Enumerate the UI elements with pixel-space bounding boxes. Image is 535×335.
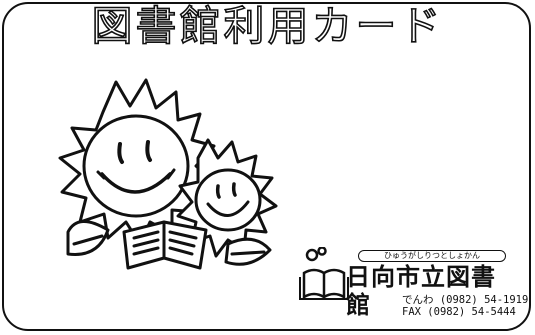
big-sunflower-icon [58, 78, 216, 246]
library-contact: でんわ (0982) 54-1919 FAX (0982) 54-5444 [402, 294, 529, 318]
library-name-furigana: ひゅうがしりつとしょかん [358, 250, 506, 262]
fax-line: FAX (0982) 54-5444 [402, 306, 516, 318]
phone-line: でんわ (0982) 54-1919 [402, 294, 529, 306]
library-name: 日向市立図書館 [346, 263, 496, 319]
card-title: 図書館利用カード [91, 2, 444, 50]
sunflowers-reading-book-illustration [38, 62, 288, 277]
open-book-icon [122, 220, 208, 270]
small-sunflower-icon [176, 138, 278, 258]
open-book-with-circles-logo-icon [296, 246, 354, 301]
library-logo: ひゅうがしりつとしょかん 日向市立図書館 でんわ (0982) 54-1919 … [292, 246, 529, 325]
